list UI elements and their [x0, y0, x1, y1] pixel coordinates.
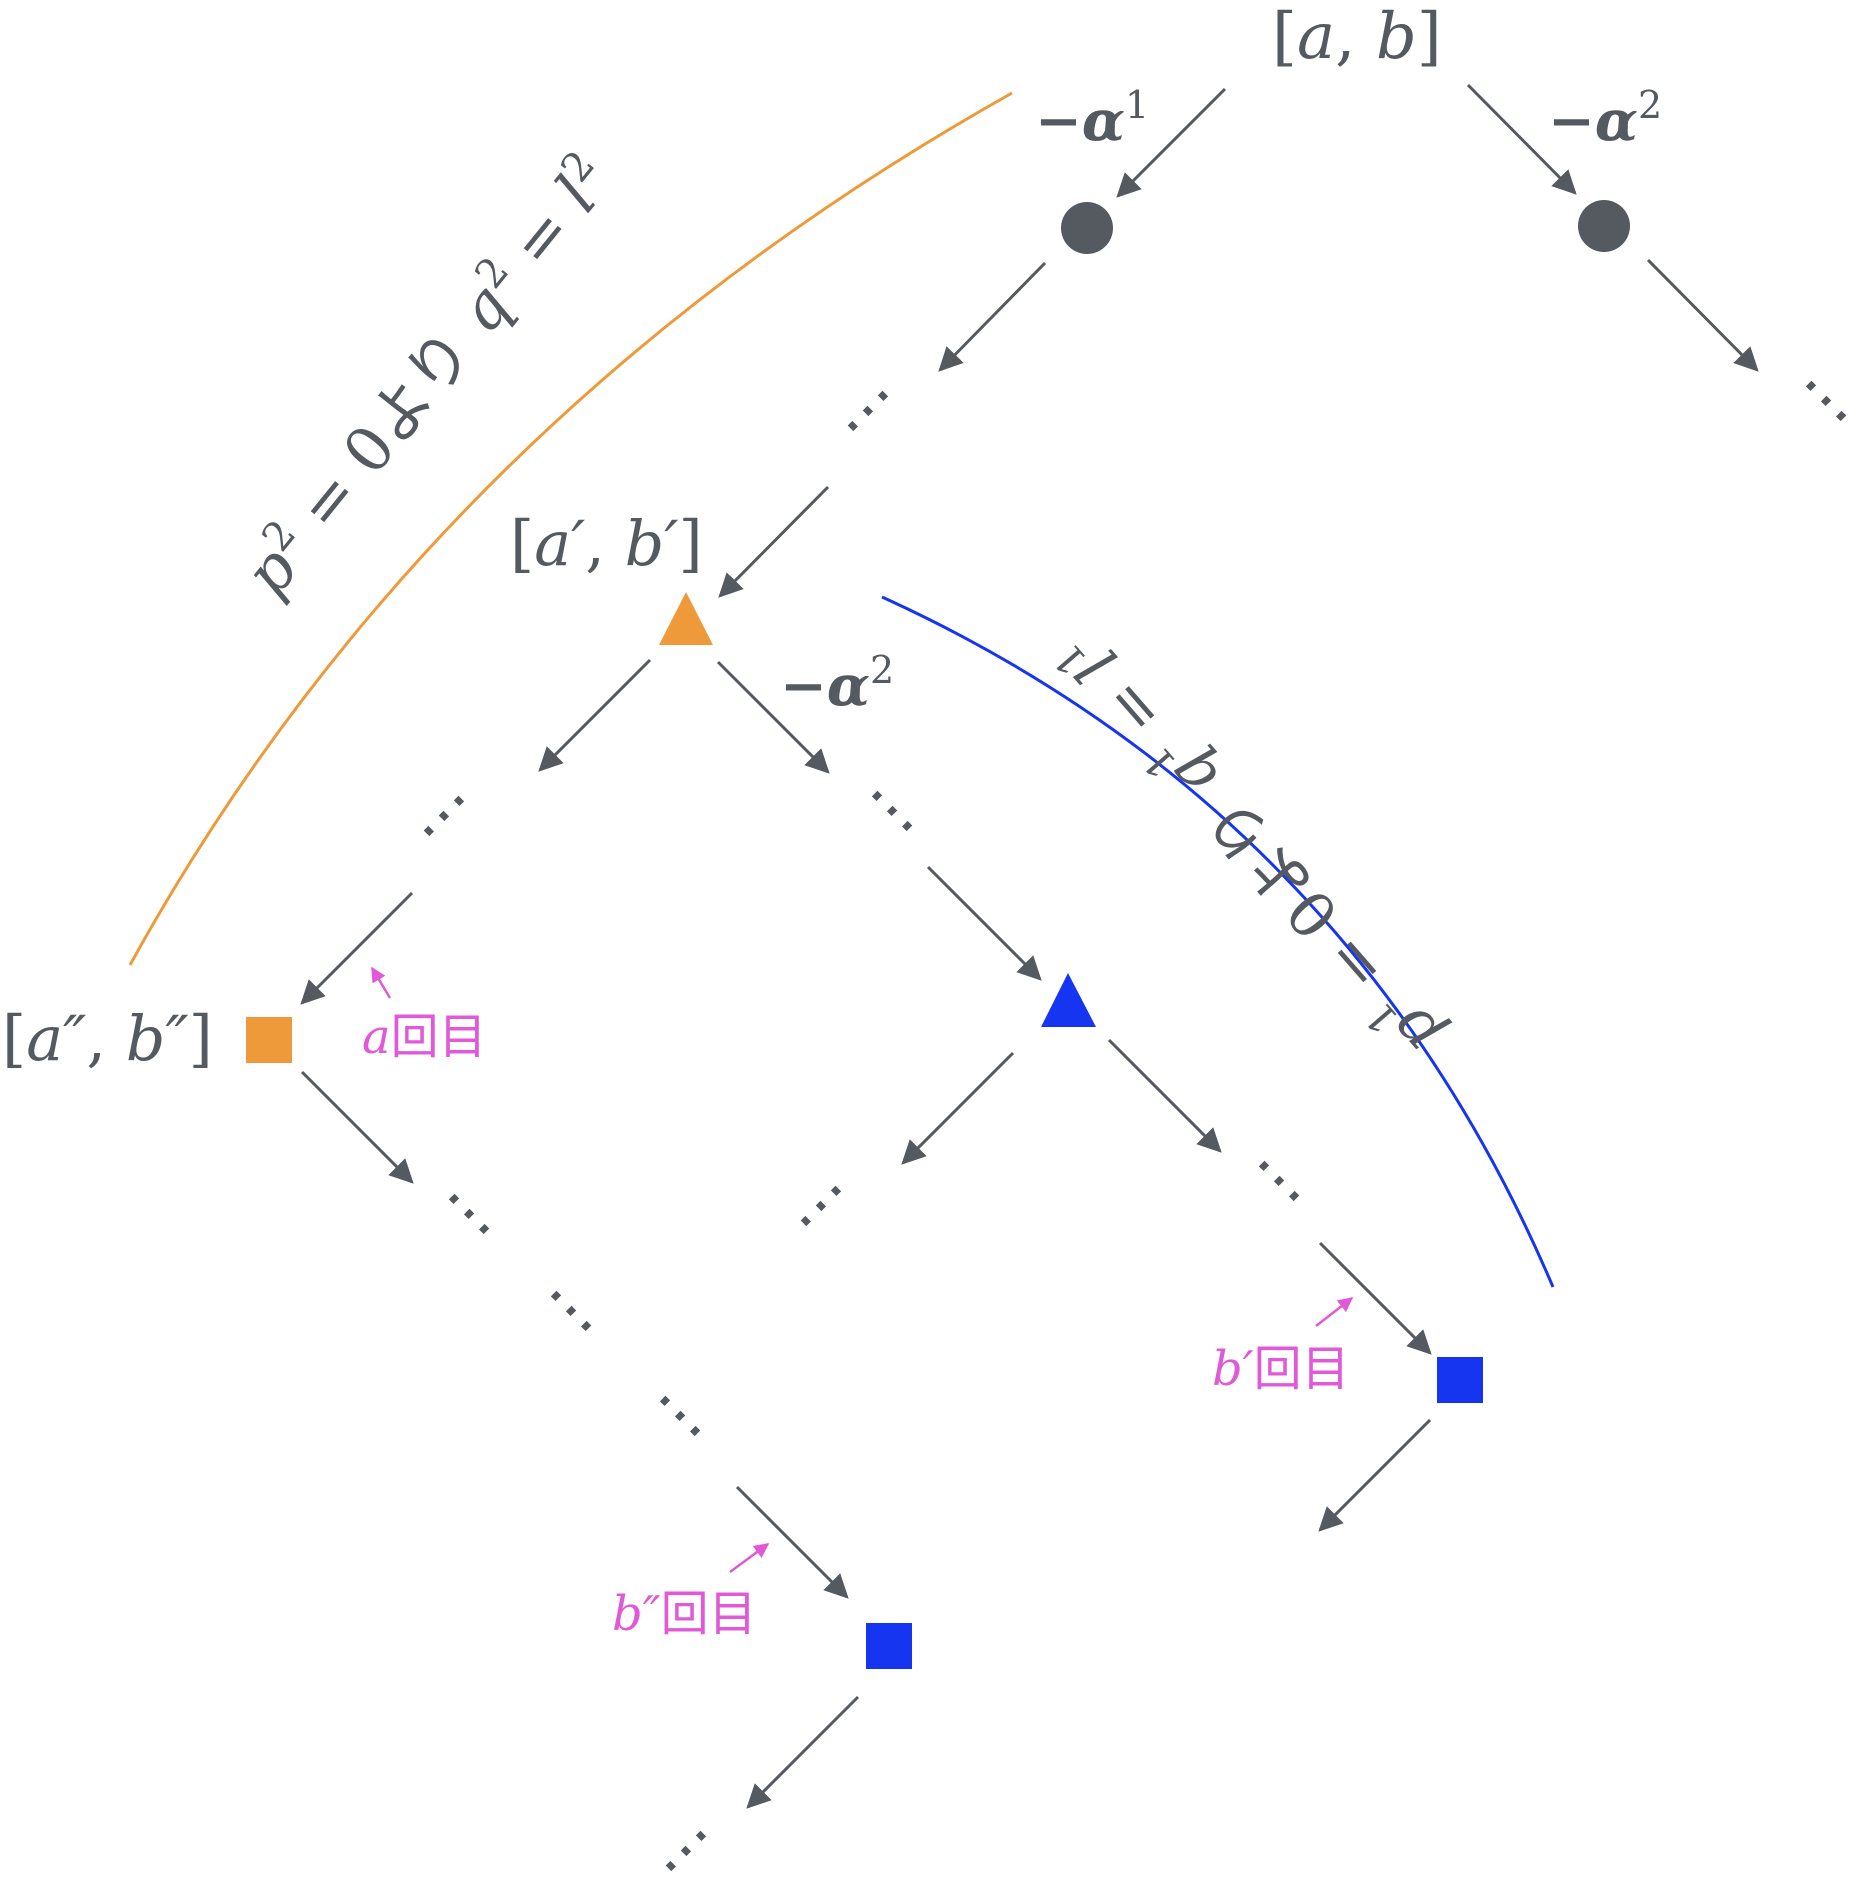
- ellipsis: ⋯: [394, 766, 492, 864]
- ellipsis: ⋯: [1231, 1131, 1329, 1229]
- label-low: [a″, b″]: [2, 1002, 213, 1075]
- edge: [938, 261, 1047, 372]
- node-circle-right: [1578, 200, 1630, 252]
- ellipses: ⋯ ⋯ ⋯ ⋯ ⋯ ⋯ ⋯ ⋯ ⋯ ⋯: [394, 351, 1860, 1899]
- edge: [1318, 1418, 1432, 1532]
- ellipsis: ⋯: [844, 761, 942, 859]
- ellipsis: ⋯: [632, 1366, 730, 1464]
- step-label-alpha1: −α1: [1035, 83, 1149, 154]
- count-b2-label: b″回目: [612, 1586, 757, 1642]
- ellipsis: ⋯: [636, 1801, 734, 1899]
- node-square-blue-1: [1437, 1357, 1483, 1403]
- edge: [300, 891, 414, 1005]
- count-b1-label: b′回目: [1212, 1341, 1350, 1397]
- step-label-alpha2: −α2: [1548, 83, 1662, 154]
- ellipsis: ⋯: [771, 1156, 869, 1254]
- node-square-orange: [246, 1017, 292, 1063]
- blue-curve-label: p1 = 0より q1 = l1: [1045, 615, 1456, 1072]
- edge: [300, 1070, 414, 1184]
- label-mid: [a′, b′]: [510, 507, 703, 580]
- edges: [300, 83, 1759, 1809]
- ellipsis: ⋯: [1778, 351, 1860, 449]
- edge: [1116, 87, 1227, 198]
- node-triangle-orange: [659, 592, 713, 645]
- node-circle-left: [1061, 202, 1113, 254]
- edge: [718, 485, 830, 598]
- edge: [1646, 258, 1759, 372]
- edge: [716, 660, 830, 774]
- node-square-blue-2: [866, 1623, 912, 1669]
- edge: [538, 658, 652, 772]
- node-triangle-blue: [1041, 973, 1096, 1027]
- edge: [746, 1695, 860, 1809]
- ellipsis: ⋯: [523, 1261, 621, 1359]
- count-a-pointer: [370, 966, 392, 999]
- ellipsis: ⋯: [818, 361, 916, 459]
- orange-curve: [128, 91, 1013, 966]
- blue-curve: [881, 595, 1555, 1288]
- count-a-label: a回目: [362, 1009, 487, 1065]
- edge: [901, 1051, 1015, 1165]
- edge: [926, 865, 1042, 981]
- step-label-alpha2-mid: −α2: [780, 648, 894, 719]
- edge: [1466, 83, 1577, 195]
- edge: [1107, 1038, 1222, 1153]
- edge: [1318, 1241, 1432, 1355]
- ellipsis: ⋯: [421, 1164, 519, 1262]
- count-b1-pointer: [1315, 1297, 1354, 1327]
- count-b2-pointer: [729, 1542, 770, 1574]
- edge: [735, 1485, 849, 1599]
- label-root: [a, b]: [1272, 0, 1442, 74]
